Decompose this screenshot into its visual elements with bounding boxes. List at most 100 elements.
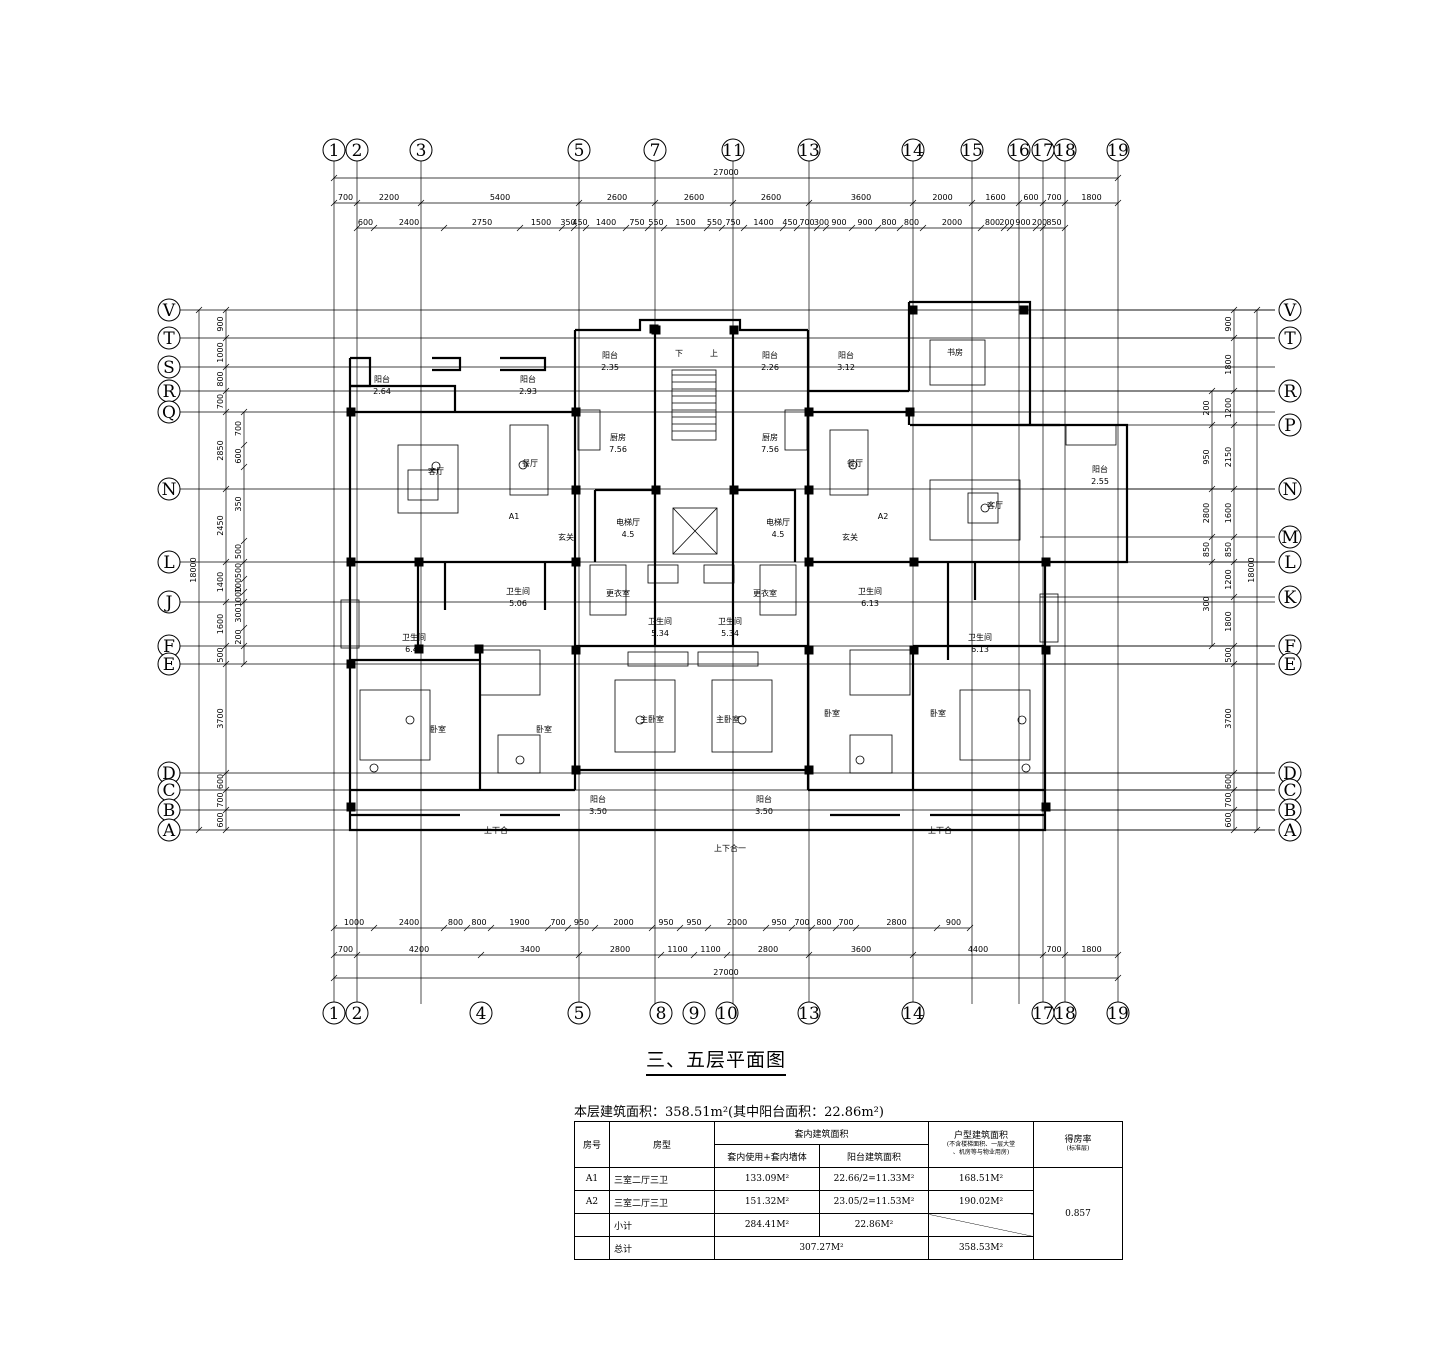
header-type: 房型 [609,1121,715,1168]
dim-value: 1900 [509,918,529,927]
dim-tick [222,363,230,371]
dim-tick [222,387,230,395]
column [346,407,356,417]
dim-value: 600 [1224,812,1233,827]
dim-tick [575,199,583,207]
dim-tick [1208,533,1216,541]
dim-value: 700 [338,945,353,954]
dim-tick [1230,387,1238,395]
furniture-fixture [1017,715,1027,725]
furniture [929,339,986,386]
room-label: 玄关 [558,532,574,542]
dim-value: 300 [1202,596,1211,611]
dim-tick [1061,224,1069,232]
dim-tick [813,224,821,232]
room-area: 7.56 [761,445,779,454]
dim-value: 3700 [216,708,225,728]
dim-tick [240,463,248,471]
dim-tick [1230,306,1238,314]
column [571,485,581,495]
furniture-fixture [515,755,525,765]
dim-value: 850 [1224,542,1233,557]
furniture [1065,424,1117,446]
header-unit-area: 户型建筑面积 (不含楼梯面积、一层大堂 、机房等与物业用房) [928,1121,1034,1168]
dim-tick [1039,224,1047,232]
axis-right-L-circle [1278,550,1302,574]
axis-bottom-2: 2 [352,1004,363,1024]
ratio-value: 0.857 [1033,1167,1123,1260]
dim-value: 1600 [216,614,225,634]
axis-top-2-circle [345,138,369,162]
dim-tick [564,924,572,932]
column [804,557,814,567]
wall-segment [909,300,1032,425]
column [804,485,814,495]
dim-value: 2400 [399,918,419,927]
axis-right-N: N [1283,480,1298,500]
axis-left-D: D [162,764,176,784]
dim-value: 2200 [379,193,399,202]
dim-tick [1230,786,1238,794]
furniture [589,564,627,616]
room-label: 电梯厅 [616,517,640,527]
column [571,645,581,655]
dim-value: 2000 [613,918,633,927]
room-area: 5.06 [509,599,527,608]
total-interior: 307.27M² [714,1236,929,1260]
column [905,407,915,417]
dim-value: 2150 [1224,447,1233,467]
dim-value: 950 [574,918,589,927]
dim-tick [330,974,338,982]
row-use: 151.32M² [714,1190,820,1214]
dim-tick [222,826,230,834]
dim-tick [330,951,338,959]
axis-top-7: 7 [650,141,661,161]
dim-tick [1230,485,1238,493]
header-ratio: 得房率 (标准层) [1033,1121,1123,1168]
dim-tick [718,224,726,232]
furniture [1039,593,1059,643]
dim-value: 3600 [851,945,871,954]
dim-value: 18000 [189,557,198,582]
dim-tick [704,924,712,932]
subtotal-empty [928,1213,1034,1237]
dim-tick [222,334,230,342]
dim-tick [582,224,590,232]
dim-tick [222,642,230,650]
room-area: 2.93 [519,387,537,396]
axis-left-Q-circle [157,400,181,424]
dim-tick [417,199,425,207]
walls [346,300,1129,832]
dim-tick [1230,593,1238,601]
column [804,765,814,775]
dim-tick [240,537,248,545]
dim-tick [1208,421,1216,429]
dim-value: 300 [814,218,829,227]
dim-tick [848,224,856,232]
dim-value: 2000 [942,218,962,227]
room-area: 2.35 [601,363,619,372]
dim-tick [240,624,248,632]
dim-tick [676,924,684,932]
axis-top-3-circle [409,138,433,162]
floor-plan-drawing: 阳台2.64阳台2.93阳台2.35阳台2.26阳台3.12书房厨房7.56厨房… [157,138,1302,1025]
furniture [849,734,893,774]
dim-tick [1015,199,1023,207]
axis-right-V-circle [1278,298,1302,322]
room-area: 4.5 [622,530,635,539]
axis-bottom-18: 18 [1054,1004,1076,1024]
axis-bottom-18-circle [1053,1001,1077,1025]
dim-tick [1114,199,1122,207]
column [1041,645,1051,655]
dim-value: 700 [838,918,853,927]
dim-value: 350 [234,496,243,511]
dim-tick [240,441,248,449]
axis-top-19: 19 [1107,141,1129,161]
dim-tick [660,224,668,232]
dim-tick [977,224,985,232]
dim-value: 2800 [886,918,906,927]
dim-value: 800 [881,218,896,227]
dim-tick [651,199,659,207]
dim-tick [195,306,203,314]
dim-tick [1039,951,1047,959]
